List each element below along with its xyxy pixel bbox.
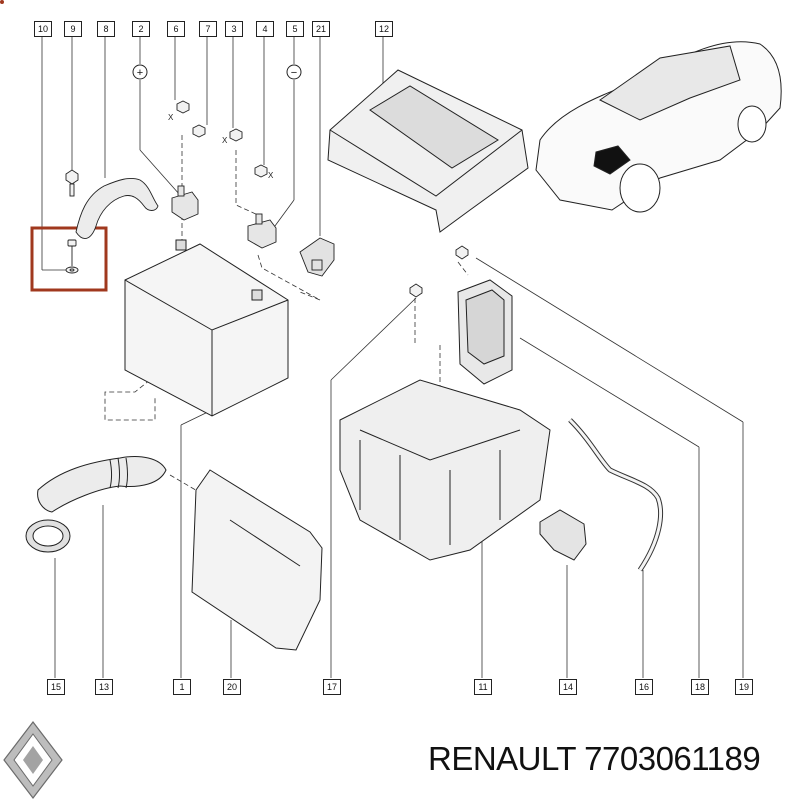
screws	[409, 245, 469, 298]
clamp-bar-part	[75, 177, 159, 239]
part-label-8: 8	[97, 21, 115, 37]
renault-logo	[3, 721, 63, 799]
part-label-17: 17	[323, 679, 341, 695]
part-label-2: 2	[132, 21, 150, 37]
part-label-20: 20	[223, 679, 241, 695]
part-label-19: 19	[735, 679, 753, 695]
washer-part	[65, 239, 79, 274]
highlight-box	[30, 226, 108, 292]
part-label-14: 14	[559, 679, 577, 695]
part-code: 7703061189	[584, 740, 761, 777]
air-duct-part	[37, 456, 167, 513]
terminal-symbols: + −	[132, 64, 302, 80]
part-label-12: 12	[375, 21, 393, 37]
part-caption: RENAULT 7703061189	[428, 740, 761, 778]
grommet-part	[539, 509, 587, 561]
dimension-marks: X X X	[168, 113, 274, 180]
part-label-1: 1	[173, 679, 191, 695]
battery-tray-part	[339, 379, 551, 561]
part-label-11: 11	[474, 679, 492, 695]
insulation-jacket-part	[191, 469, 323, 651]
part-label-15: 15	[47, 679, 65, 695]
battery-part	[124, 239, 289, 417]
part-label-3: 3	[225, 21, 243, 37]
bolt-part	[65, 169, 79, 197]
part-label-18: 18	[691, 679, 709, 695]
part-label-6: 6	[167, 21, 185, 37]
part-label-16: 16	[635, 679, 653, 695]
part-label-7: 7	[199, 21, 217, 37]
x-mark: X	[268, 171, 274, 180]
seal-ring-part	[25, 519, 71, 553]
part-label-5: 5	[286, 21, 304, 37]
plus-symbol: +	[137, 67, 143, 79]
terminal-clamp-negative	[247, 213, 277, 249]
brand-name: RENAULT	[428, 740, 576, 777]
sensor-connector-part	[299, 237, 335, 277]
battery-cable-part	[568, 418, 663, 572]
x-mark: X	[222, 136, 228, 145]
part-label-13: 13	[95, 679, 113, 695]
minus-symbol: −	[291, 67, 297, 79]
part-label-21: 21	[312, 21, 330, 37]
x-mark: X	[168, 113, 174, 122]
part-label-4: 4	[256, 21, 274, 37]
part-label-10: 10	[34, 21, 52, 37]
corner-dot	[0, 0, 4, 4]
car-illustration	[535, 41, 782, 213]
battery-cover-part	[327, 69, 529, 233]
part-label-9: 9	[64, 21, 82, 37]
terminal-clamp-positive	[171, 185, 199, 221]
nuts	[176, 100, 268, 178]
leader-lines	[41, 36, 744, 678]
fuse-box-part	[457, 279, 513, 385]
